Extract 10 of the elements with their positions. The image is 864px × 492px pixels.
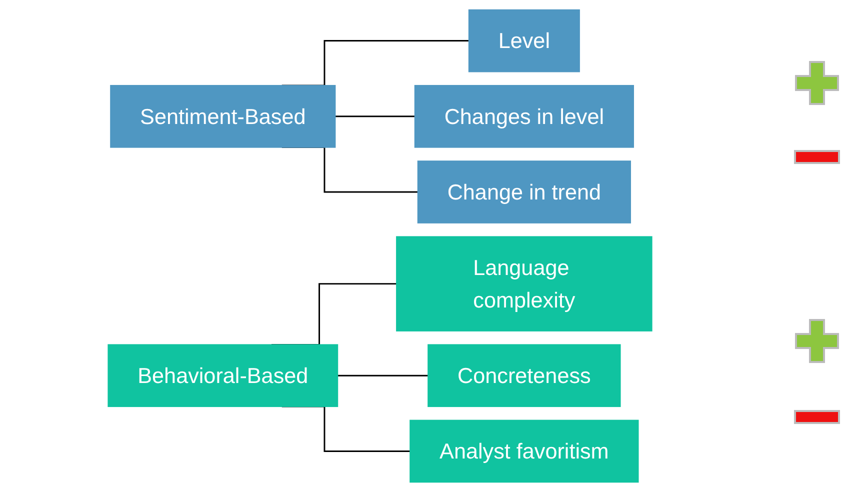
node-box: Level	[468, 9, 580, 72]
node-box: Language complexity	[396, 236, 652, 332]
node-box: Change in trend	[417, 160, 631, 224]
connector	[335, 116, 415, 118]
node-box: Changes in level	[414, 84, 634, 148]
node-box: Concreteness	[428, 344, 621, 408]
connector	[338, 374, 428, 376]
node-box: Analyst favoritism	[410, 420, 639, 483]
node-box: Behavioral-Based	[108, 344, 338, 408]
node-box: Sentiment-Based	[110, 84, 336, 148]
